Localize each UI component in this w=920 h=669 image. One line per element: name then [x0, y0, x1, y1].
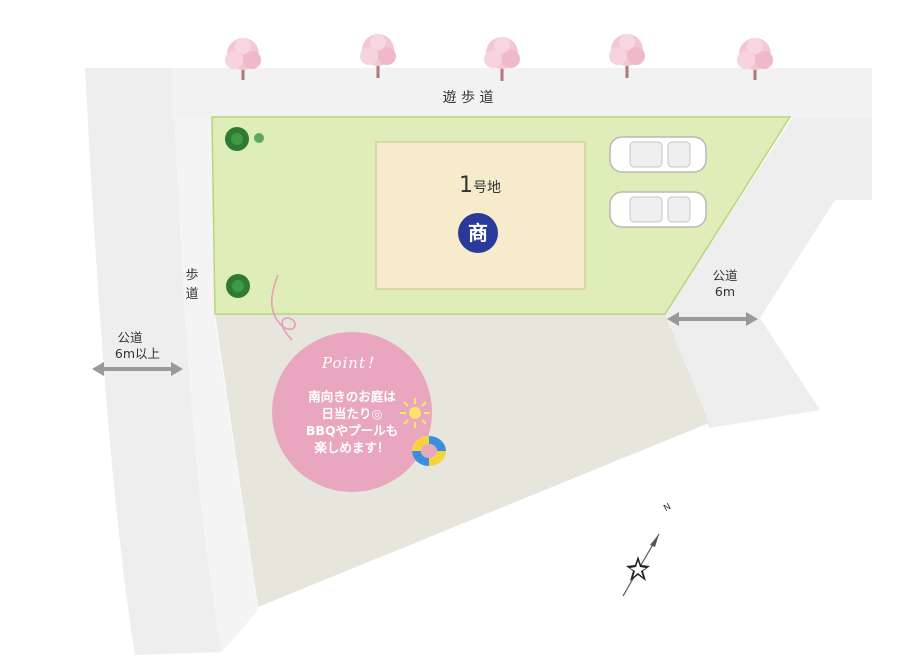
sidewalk-label-bottom: 道 — [185, 287, 199, 302]
shrub-icon — [226, 274, 250, 298]
car-icon — [609, 191, 707, 228]
sun-icon — [400, 398, 430, 428]
point-connector-line — [270, 274, 296, 341]
sidewalk-label-top: 歩 — [185, 268, 199, 283]
road-width-arrow-left — [92, 362, 183, 376]
point-title: Point！ — [321, 354, 382, 372]
swim-ring-icon — [412, 436, 446, 466]
right-road-label-line2: 6m — [714, 284, 736, 299]
right-road-label-line1: 公道 — [712, 268, 738, 283]
point-body: 南向きのお庭は 日当たり◎ BBQやプールも 楽しめます！ — [280, 388, 424, 456]
left-road-label-line1: 公道 — [117, 330, 143, 345]
cherry-tree-icon — [225, 38, 261, 80]
right-public-road — [665, 118, 872, 428]
lot-number-label: 1号地 — [430, 173, 530, 198]
shop-badge: 商 — [458, 213, 498, 253]
car-icon — [609, 136, 707, 173]
promenade — [172, 68, 872, 118]
left-road-label-line2: 6m以上 — [114, 346, 161, 361]
sidewalk — [172, 68, 258, 652]
cherry-tree-icon — [360, 34, 396, 78]
point-line-1: 南向きのお庭は — [308, 389, 396, 404]
point-line-4: 楽しめます！ — [314, 440, 390, 455]
point-line-3: BBQやプールも — [305, 423, 399, 438]
cherry-tree-icon — [484, 37, 520, 81]
cherry-tree-icon — [737, 38, 773, 80]
compass-icon — [622, 533, 660, 597]
shrub-icon — [225, 127, 249, 151]
shrub-icon — [254, 133, 264, 143]
lot-number: 1 — [459, 173, 473, 198]
cherry-tree-icon — [609, 34, 645, 78]
promenade-label: 遊 歩 道 — [442, 90, 494, 106]
lot-suffix: 号地 — [473, 180, 501, 196]
road-width-arrow-right — [667, 312, 758, 326]
point-line-2: 日当たり◎ — [321, 406, 383, 421]
left-public-road — [85, 68, 222, 655]
